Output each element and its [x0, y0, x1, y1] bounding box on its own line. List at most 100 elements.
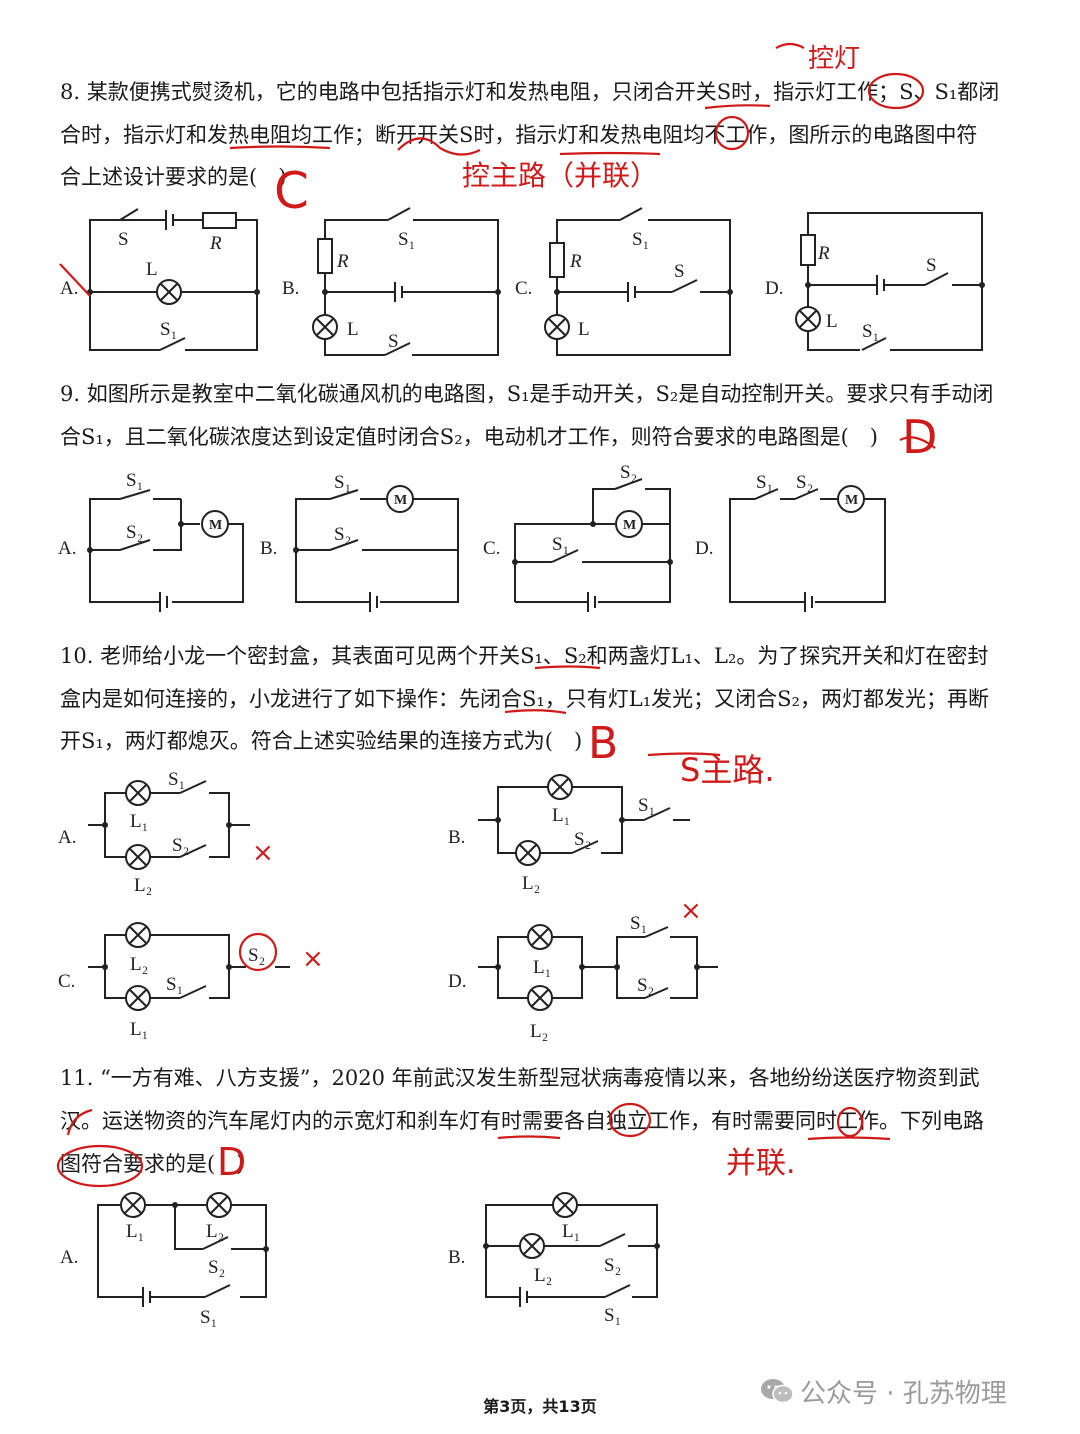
q11b-label-s2: S₂ [604, 1255, 621, 1276]
q8-option-a: A. [60, 278, 78, 299]
q8b-label-l: L [347, 319, 359, 340]
q8-note-top: 控灯 [808, 44, 861, 74]
q11-note: 并联. [726, 1146, 796, 1181]
q10a-label-s2: S₂ [172, 835, 189, 856]
q10b-label-l1: L₁ [552, 805, 570, 826]
q11a-label-s2: S₂ [208, 1257, 225, 1278]
q11a-label-s1: S₁ [200, 1307, 217, 1328]
q8-circuit-c: C. S₁ R S L [515, 207, 733, 356]
q10b-label-l2: L₂ [522, 873, 540, 894]
q8-circuits: A. S R L S₁ B. [60, 207, 985, 356]
q10-line-1: 10. 老师给小龙一个密封盒，其表面可见两个开关S₁、S₂和两盏灯L₁、L₂。为… [60, 644, 989, 668]
q11a-label-l2: L₂ [206, 1221, 224, 1242]
q9-line-2: 合S₁，且二氧化碳浓度达到设定值时闭合S₂，电动机才工作，则符合要求的电路图是(… [60, 425, 878, 449]
q8a-label-l: L [146, 259, 158, 280]
q10c-label-l2: L₂ [130, 954, 148, 975]
q8c-label-s1: S₁ [632, 229, 649, 250]
q10c-label-s1: S₁ [166, 974, 183, 995]
q9a-motor-label: M [209, 518, 222, 533]
q9b-motor-label: M [394, 493, 407, 508]
q10-circuits: A. S₁ L₁ S₂ L₂ B. [58, 769, 718, 1042]
q9b-label-s1: S₁ [334, 472, 351, 493]
q10-mark-c: × [302, 944, 324, 974]
page-footer: 第3页，共13页 [483, 1397, 597, 1416]
q11-answer: D [217, 1140, 247, 1184]
q11-circuit-a: A. L₁ L₂ S₂ S₁ [60, 1192, 269, 1328]
q8d-label-s: S [926, 255, 937, 276]
q11b-label-l2: L₂ [534, 1265, 552, 1286]
q8a-label-s1: S₁ [160, 319, 177, 340]
q9c-label-s2: S₂ [620, 462, 637, 483]
watermark: 公众号 · 孔苏物理 [760, 1373, 1007, 1412]
q9-circuit-c: C. S₂ M S₁ [483, 462, 673, 612]
q10-option-b: B. [448, 827, 465, 848]
q10-option-d: D. [448, 971, 466, 992]
q8-option-c: C. [515, 278, 532, 299]
q9a-label-s2: S₂ [126, 522, 143, 543]
q8-note-main: 控主路（并联） [462, 159, 659, 192]
q10-circuit-d: D. L₁ S₁ S₂ L₂ [448, 913, 718, 1042]
q11-line-3: 图符合要求的是( ) [60, 1152, 245, 1176]
q8d-label-l: L [826, 311, 838, 332]
q9d-motor-label: M [845, 493, 858, 508]
q9c-motor-label: M [623, 518, 636, 533]
q9-circuit-d: D. S₁ S₂ M [695, 472, 886, 612]
q8d-label-s1: S₁ [862, 321, 879, 342]
q10-circuit-c: C. L₂ S₂ S₁ L₁ [58, 922, 290, 1040]
q8-option-d: D. [765, 278, 783, 299]
q10c-label-l1: L₁ [130, 1019, 148, 1040]
q8c-label-r: R [569, 251, 582, 272]
q11-option-a: A. [60, 1247, 78, 1268]
q10-answer: B [588, 718, 619, 769]
q8-circuit-a: A. S R L S₁ [60, 208, 260, 351]
q8-circuit-b: B. S₁ R L S [282, 207, 501, 356]
q9d-label-s1: S₁ [756, 472, 773, 493]
q8d-label-r: R [817, 243, 830, 264]
q8b-label-r: R [336, 251, 349, 272]
q8-line-1: 8. 某款便携式熨烫机，它的电路中包括指示灯和发热电阻，只闭合开关S时，指示灯工… [60, 80, 1000, 104]
q9-option-c: C. [483, 538, 500, 559]
q10-circuit-a: A. S₁ L₁ S₂ L₂ [58, 769, 250, 896]
q8b-label-s1: S₁ [398, 229, 415, 250]
q8-answer: C [274, 162, 309, 220]
q11b-label-s1: S₁ [604, 1305, 621, 1326]
q11b-label-l1: L₁ [562, 1221, 580, 1242]
q9-line-1: 9. 如图所示是教室中二氧化碳通风机的电路图，S₁是手动开关，S₂是自动控制开关… [60, 382, 994, 406]
q10-mark-a: × [252, 838, 274, 868]
q9d-label-s2: S₂ [796, 472, 813, 493]
q11a-label-l1: L₁ [126, 1221, 144, 1242]
q9-option-d: D. [695, 538, 713, 559]
q9-option-a: A. [58, 538, 76, 559]
q9-circuit-b: B. S₁ S₂ M [260, 472, 459, 612]
q8-line-2: 合时，指示灯和发热电阻均工作；断开开关S时，指示灯和发热电阻均不工作，图所示的电… [60, 123, 978, 147]
q10-line-2: 盒内是如何连接的，小龙进行了如下操作：先闭合S₁，只有灯L₁发光；又闭合S₂，两… [60, 687, 989, 711]
q11-circuits: A. L₁ L₂ S₂ S₁ B. [60, 1192, 660, 1328]
q10a-label-s1: S₁ [168, 769, 185, 790]
q10a-label-l2: L₂ [134, 875, 152, 896]
q9b-label-s2: S₂ [334, 524, 351, 545]
q10-mark-d: × [680, 896, 702, 926]
q8-circuit-d: D. R S L S₁ [765, 212, 985, 351]
wechat-icon [760, 1377, 794, 1412]
q10b-label-s2: S₂ [574, 829, 591, 850]
q9-option-b: B. [260, 538, 277, 559]
q10-option-a: A. [58, 827, 76, 848]
watermark-text: 公众号 · 孔苏物理 [800, 1379, 1007, 1409]
q8-option-b: B. [282, 278, 299, 299]
q8c-label-l: L [578, 319, 590, 340]
q10b-label-s1: S₁ [638, 795, 655, 816]
q9-circuits: A. S₁ S₂ M B. [58, 462, 886, 612]
q8b-label-s: S [388, 331, 399, 352]
q8c-label-s: S [674, 261, 685, 282]
q11-line-2: 汉。运送物资的汽车尾灯内的示宽灯和刹车灯有时需要各自独立工作，有时需要同时工作。… [60, 1109, 984, 1133]
q10-circuit-b: B. L₁ S₁ S₂ L₂ [448, 774, 690, 894]
q10a-label-l1: L₁ [130, 811, 148, 832]
q11-option-b: B. [448, 1247, 465, 1268]
q10d-label-s2: S₂ [637, 975, 654, 996]
q10c-label-s2: S₂ [248, 945, 265, 966]
q10d-label-l2: L₂ [530, 1021, 548, 1042]
q8a-label-r: R [209, 233, 222, 254]
q11-circuit-b: B. L₁ L₂ S₂ S₁ [448, 1192, 660, 1326]
